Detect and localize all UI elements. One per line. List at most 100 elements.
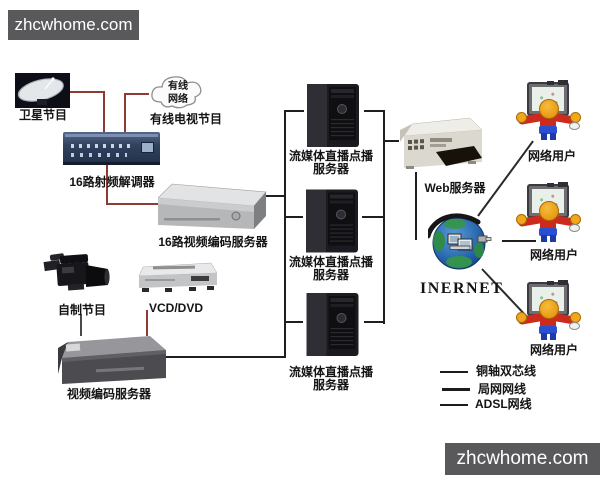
line-branch-bottom-server (284, 321, 303, 323)
line-bus-to-webserver (383, 140, 399, 142)
line-demodulator-to-encoder (106, 203, 158, 205)
legend-coax-label: 铜轴双芯线 (476, 364, 537, 378)
mouse-icon (569, 224, 580, 232)
demodulator-label: 16路射频解调器 (69, 175, 155, 189)
vcd-label: VCD/DVD (148, 301, 203, 315)
user-hand-left (516, 112, 527, 123)
stream-server-mid-label-line1: 流媒体直播点播 (288, 255, 373, 269)
network-user-mid-icon (516, 182, 581, 246)
user-pants (539, 126, 557, 134)
user-leg-left (541, 133, 547, 140)
vcd-dvd-graphic (138, 262, 217, 292)
watermark-text-top: zhcwhome.com (14, 15, 133, 34)
line-rbranch-mid (362, 216, 385, 218)
demodulator-top-edge (65, 134, 158, 137)
stream-server-bottom-label-line2: 服务器 (312, 378, 349, 392)
user-pants (539, 228, 557, 236)
demodulator-ports-row2 (71, 153, 127, 157)
stream-server-bottom-device (306, 293, 359, 356)
legend-coax-line-sample (440, 371, 468, 373)
internet-globe (428, 213, 492, 270)
monitor-knob (547, 281, 554, 285)
line-encoder-to-bus (266, 195, 286, 197)
camera-graphic (43, 253, 110, 291)
user-pants (539, 326, 557, 334)
web-server-label: Web服务器 (424, 181, 486, 195)
mouse-icon (569, 322, 580, 330)
line-rbranch-bottom (364, 321, 385, 323)
stream-server-top-device (307, 84, 359, 147)
cloud-text-line1: 有线 (168, 81, 188, 92)
watermark-banner-top: zhcwhome.com (8, 10, 139, 40)
user-leg-left (541, 333, 547, 340)
user-head (539, 201, 559, 221)
watermark-text-bottom: zhcwhome.com (456, 448, 589, 469)
legend-lan-line-sample (442, 388, 470, 391)
monitor-knob (547, 183, 554, 187)
user-monitor (527, 182, 569, 218)
line-branch-mid-server (284, 216, 303, 218)
camera-label: 自制节目 (57, 303, 106, 317)
user-body (540, 217, 556, 228)
satellite-dish-graphic (17, 77, 64, 105)
video-encoder-server-label: 视频编码服务器 (66, 387, 151, 401)
user-hand-left (516, 312, 527, 323)
camera-photo (42, 250, 112, 300)
stream-server-top-label-line1: 流媒体直播点播 (288, 149, 373, 163)
line-videoencoder-to-bus (166, 356, 286, 358)
monitor-knob (547, 81, 554, 85)
monitor-knob (558, 182, 568, 187)
stream-server-bottom-label-line1: 流媒体直播点播 (288, 365, 373, 379)
internet-label: INERNET (420, 280, 504, 297)
user-hand-left (516, 214, 527, 225)
monitor-knob (558, 280, 568, 285)
legend-adsl-line-sample (440, 404, 468, 406)
user-body (540, 315, 556, 326)
line-vcd-down (146, 310, 148, 336)
demodulator-display (141, 142, 154, 153)
satellite-dish-photo (15, 73, 70, 108)
network-user-bottom-label: 网络用户 (529, 343, 578, 357)
mouse-icon (569, 122, 580, 130)
stream-server-mid-device (306, 189, 358, 253)
line-webserver-to-internet (415, 172, 417, 240)
line-cloud-vertical (124, 93, 126, 132)
user-body (540, 115, 556, 126)
stream-server-top-label-line2: 服务器 (312, 162, 349, 176)
line-cloud-horizontal (125, 93, 149, 95)
user-head (539, 99, 559, 119)
line-satellite-horizontal (68, 91, 105, 93)
cable-network-cloud (151, 76, 202, 109)
stream-server-mid-label-line2: 服务器 (312, 268, 349, 282)
demodulator-ports-row1 (71, 144, 135, 148)
rf-demodulator-device (63, 132, 160, 165)
line-internet-to-user-mid (502, 240, 536, 242)
satellite-label: 卫星节目 (18, 108, 67, 122)
legend-lan-label: 局网网线 (478, 382, 527, 396)
video-encoder16-label: 16路视频编码服务器 (158, 235, 268, 249)
video-encoder16-device (158, 183, 267, 229)
line-branch-top-server (284, 110, 304, 112)
user-leg-left (541, 235, 547, 242)
user-leg-right (550, 133, 556, 140)
demodulator-base (63, 162, 160, 165)
line-camera-down (80, 314, 82, 336)
legend-adsl-label: ADSL网线 (475, 397, 532, 411)
network-user-mid-label: 网络用户 (529, 248, 578, 262)
watermark-banner-bottom: zhcwhome.com (445, 443, 600, 475)
cable-tv-label: 有线电视节目 (149, 112, 222, 126)
web-server-device (400, 117, 483, 169)
line-demodulator-down (106, 165, 108, 205)
user-head (539, 299, 559, 319)
vcd-dvd-player (137, 261, 217, 295)
network-user-top-icon (516, 80, 581, 144)
video-encoder-server-device (58, 336, 166, 384)
user-leg-right (550, 235, 556, 242)
line-left-bus (284, 110, 286, 358)
user-leg-right (550, 333, 556, 340)
network-user-bottom-icon (516, 280, 581, 344)
monitor-knob (558, 80, 568, 85)
network-user-top-label: 网络用户 (527, 149, 576, 163)
line-satellite-vertical (103, 91, 105, 132)
